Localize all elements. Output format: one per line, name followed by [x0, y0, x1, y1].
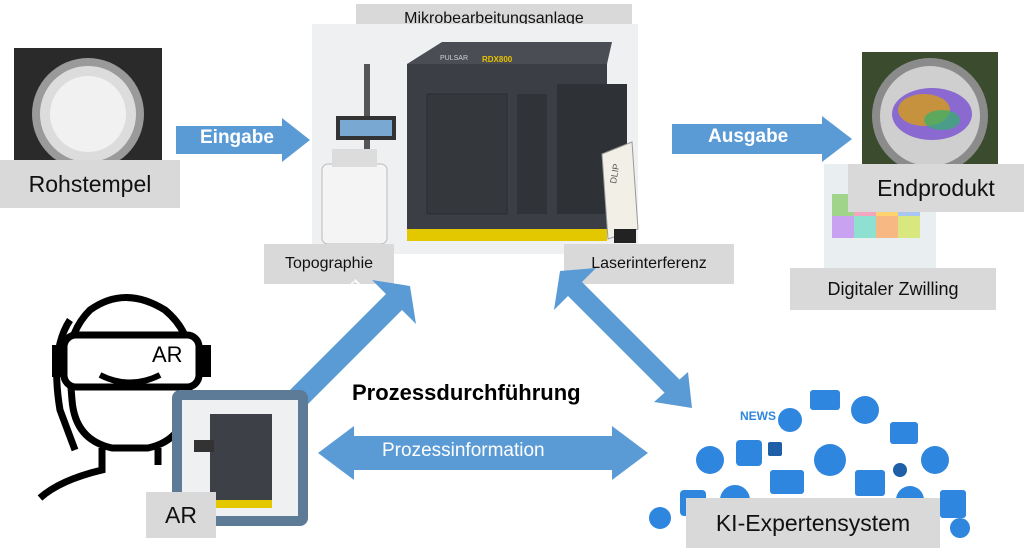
ki-news-text: NEWS [740, 409, 776, 423]
process-center-title: Prozessdurchführung [352, 380, 581, 405]
input-arrow [176, 118, 310, 162]
end-product-label: Endprodukt [848, 164, 1024, 212]
output-arrow [672, 116, 852, 162]
laser-interference-label: Laserinterferenz [564, 244, 734, 284]
machine-brand-text: PULSAR [440, 55, 468, 62]
machine-badge-text: RDX800 [482, 55, 513, 64]
ki-expert-system-label: KI-Expertensystem [686, 498, 940, 548]
transconnect-arrow [554, 268, 692, 408]
ar-panel-label: AR [146, 492, 216, 538]
end-product-image [862, 52, 998, 174]
input-arrow-label: Eingabe [200, 127, 274, 148]
topography-label: Topographie [264, 244, 394, 284]
process-information-label: Prozessinformation [382, 440, 545, 461]
raw-stamp-label: Rohstempel [0, 160, 180, 208]
process-information-arrow [318, 426, 648, 480]
steuerung-arrow [279, 280, 416, 417]
output-arrow-label: Ausgabe [708, 126, 789, 147]
digital-twin-label: Digitaler Zwilling [790, 268, 996, 310]
ar-headset-label: AR [152, 342, 183, 367]
micro-machining-machine-image: PULSAR RDX800 DLIP [312, 24, 639, 254]
raw-stamp-image [14, 48, 162, 170]
dlip-text: DLIP [608, 163, 621, 184]
